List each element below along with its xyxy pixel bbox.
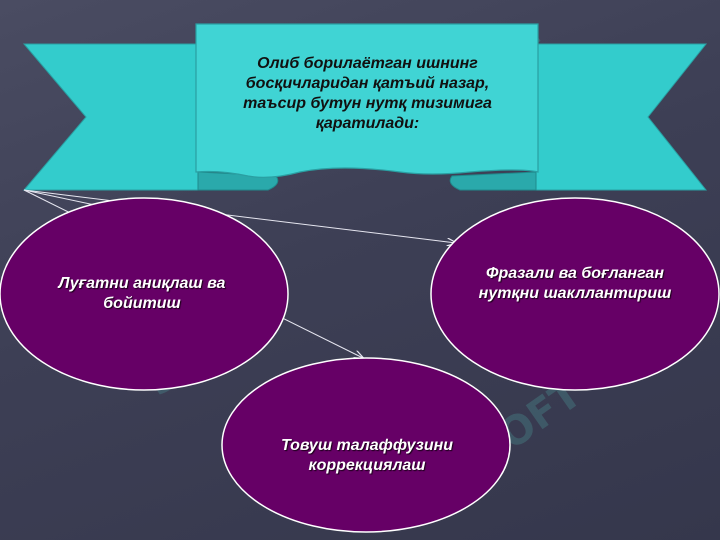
node-sound-label: Товуш талаффузини коррекциялаш [280,437,454,474]
banner-center-panel [195,23,539,178]
node-sound-ellipse [221,357,511,533]
node-lexical-ellipse [0,197,289,391]
banner-title: Олиб борилаётган ишнинг босқичларидан қа… [243,55,492,132]
node-phrasal-ellipse [430,197,720,391]
banner-left-wing [22,43,199,191]
banner-right-wing [535,43,708,191]
arrow-to-phrasal [23,189,456,243]
node-phrasal-label: Фразали ва боғланган нутқни шакллантириш [478,265,672,302]
banner-right-curl [449,171,537,191]
node-lexical-label: Луғатни аниқлаш ва бойитиш [58,275,226,312]
